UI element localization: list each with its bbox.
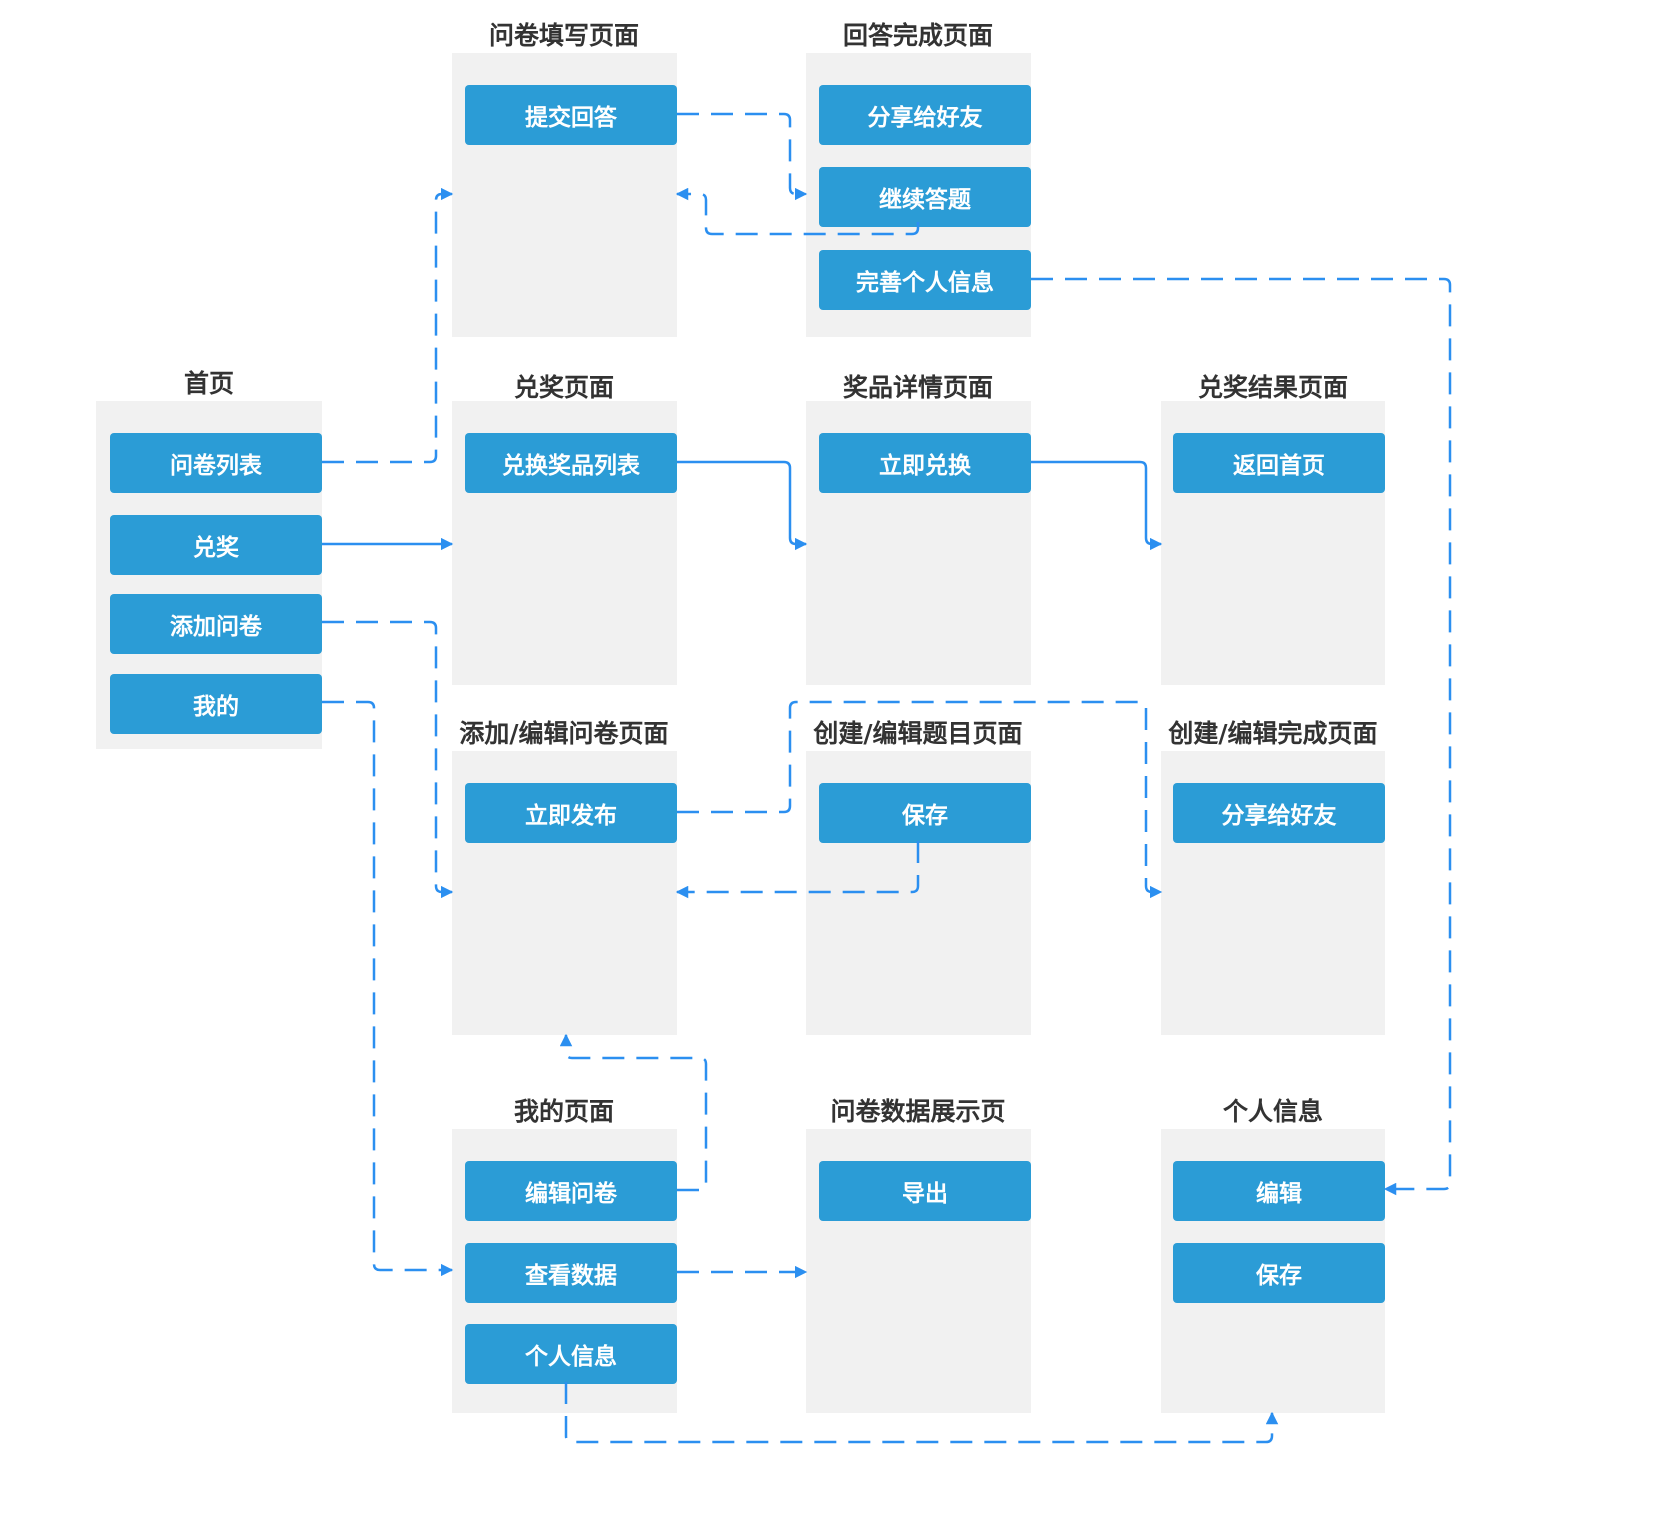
title-prize-detail: 奖品详情页面	[842, 373, 993, 402]
save-profile-button[interactable]: 保存	[1173, 1243, 1385, 1303]
link-prize-list-to-detail	[677, 460, 808, 551]
complete-profile-button[interactable]: 完善个人信息	[819, 250, 1031, 310]
title-redeem-result: 兑奖结果页面	[1197, 373, 1348, 402]
title-redeem: 兑奖页面	[513, 373, 614, 402]
link-submit-to-done	[677, 112, 808, 201]
add-survey-button[interactable]: 添加问卷	[110, 594, 322, 654]
redeem-now-button[interactable]: 立即兑换	[819, 433, 1031, 493]
submit-answer-button[interactable]: 提交回答	[465, 85, 677, 145]
title-survey-edit: 添加/编辑问卷页面	[459, 719, 669, 748]
view-data-button[interactable]: 查看数据	[465, 1243, 677, 1303]
title-home: 首页	[183, 369, 234, 398]
share-survey-button[interactable]: 分享给好友	[1173, 783, 1385, 843]
continue-answering-button[interactable]: 继续答题	[819, 167, 1031, 227]
publish-now-button[interactable]: 立即发布	[465, 783, 677, 843]
title-mine: 我的页面	[513, 1097, 614, 1126]
survey-list-button[interactable]: 问卷列表	[110, 433, 322, 493]
edit-survey-button[interactable]: 编辑问卷	[465, 1161, 677, 1221]
link-survey-list-to-fill	[322, 187, 454, 464]
back-home-button[interactable]: 返回首页	[1173, 433, 1385, 493]
edit-profile-button[interactable]: 编辑	[1173, 1161, 1385, 1221]
redeem-button[interactable]: 兑奖	[110, 515, 322, 575]
link-mine-to-mine-page	[322, 700, 454, 1277]
title-question-edit: 创建/编辑题目页面	[813, 719, 1023, 748]
title-answer-done: 回答完成页面	[842, 21, 993, 50]
profile-button[interactable]: 个人信息	[465, 1324, 677, 1384]
save-question-button[interactable]: 保存	[819, 783, 1031, 843]
prize-list-button[interactable]: 兑换奖品列表	[465, 433, 677, 493]
link-redeem-now-to-result	[1031, 460, 1163, 551]
share-to-friends-button[interactable]: 分享给好友	[819, 85, 1031, 145]
title-survey-fill: 问卷填写页面	[488, 21, 639, 50]
title-survey-data: 问卷数据展示页	[830, 1097, 1006, 1126]
title-profile: 个人信息	[1222, 1097, 1323, 1126]
title-edit-done: 创建/编辑完成页面	[1168, 719, 1378, 748]
link-add-survey-to-edit	[322, 620, 454, 899]
mine-button[interactable]: 我的	[110, 674, 322, 734]
export-button[interactable]: 导出	[819, 1161, 1031, 1221]
